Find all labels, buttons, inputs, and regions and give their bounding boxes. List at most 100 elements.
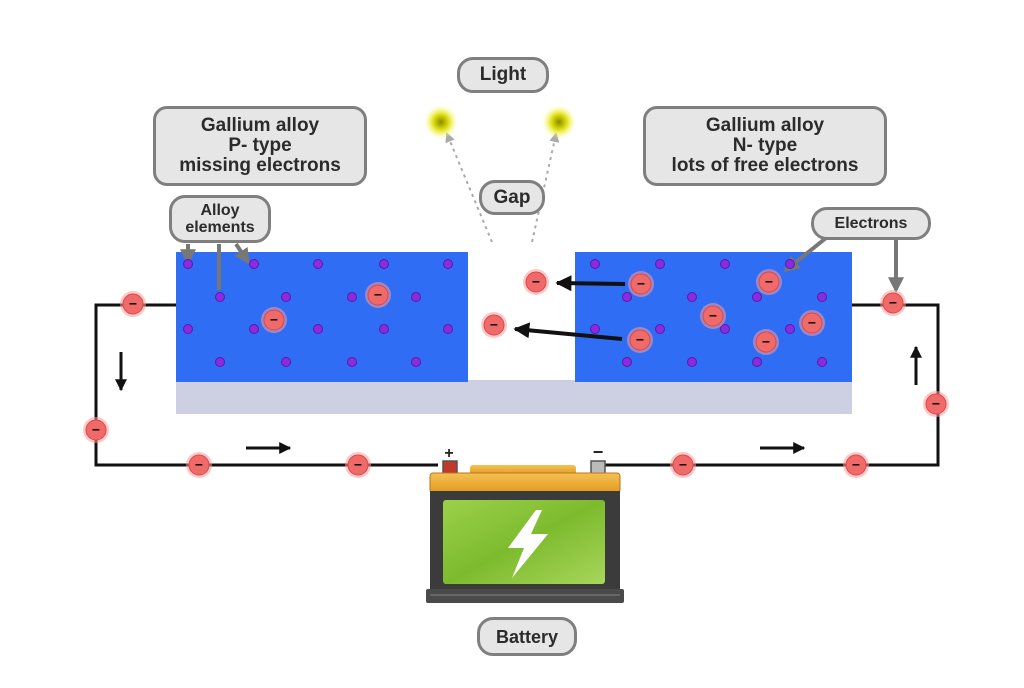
alloy-atom [281,292,291,302]
alloy-atom [443,324,453,334]
battery-label: Battery [477,617,577,656]
alloy-atom [443,259,453,269]
alloy-elements-label: Alloy elements [169,195,271,243]
p-type-line: Gallium alloy [200,115,320,136]
electron-flow-arrow [513,322,623,341]
electron: − [186,452,212,478]
light-source [542,105,576,139]
p-type-label: Gallium alloy P- type missing electrons [153,106,367,186]
battery-top [429,472,621,494]
alloy-atom [215,357,225,367]
alloy-elements-line: elements [185,219,255,236]
light-label: Light [457,57,549,93]
alloy-atom [720,259,730,269]
alloy-atom [687,292,697,302]
electrons-label-text: Electrons [834,215,908,232]
alloy-atom [411,357,421,367]
alloy-atom [183,324,193,334]
electron-sign: − [889,295,897,311]
n-type-label: Gallium alloy N- type lots of free elect… [643,106,887,186]
electron-sign: − [932,396,940,412]
light-source [424,105,458,139]
battery-minus-sign: − [593,442,604,462]
n-type-line: lots of free electrons [671,155,859,176]
electron: − [627,327,653,353]
electron-sign: − [709,308,717,324]
alloy-atom-group [183,259,827,367]
electron-sign: − [374,287,382,303]
alloy-atom [281,357,291,367]
gap-label-text: Gap [493,186,531,208]
electron-sign: − [270,312,278,328]
lightning-bolt-icon [508,510,548,578]
alloy-atom [249,259,259,269]
gap-label: Gap [479,180,545,215]
electron-sign: − [490,317,498,333]
alloy-atom [379,324,389,334]
alloy-atom [687,357,697,367]
alloy-atom [411,292,421,302]
electron: − [365,282,391,308]
alloy-atom [590,324,600,334]
alloy-atom [622,292,632,302]
alloy-atom [313,259,323,269]
light-label-text: Light [479,64,527,85]
alloy-atom [215,292,225,302]
alloy-atom [752,292,762,302]
electron: − [923,391,949,417]
electrons-label: Electrons [811,207,931,240]
electron-sign: − [808,315,816,331]
battery: + − [426,442,624,603]
electron: − [83,417,109,443]
electron: − [700,303,726,329]
electron-sign: − [92,422,100,438]
alloy-atom [590,259,600,269]
electron: − [523,269,549,295]
electron: − [843,452,869,478]
alloy-atom [379,259,389,269]
electron-sign: − [679,457,687,473]
electron-sign: − [852,457,860,473]
electron: − [756,269,782,295]
alloy-atom [817,357,827,367]
alloy-atom [720,324,730,334]
alloy-atom [655,259,665,269]
electron-sign: − [354,457,362,473]
electron-sign: − [195,457,203,473]
electron: − [628,271,654,297]
alloy-atom [655,324,665,334]
electron: − [120,291,146,317]
light-ray [531,132,560,243]
alloy-atom [249,324,259,334]
alloy-atom [785,259,795,269]
alloy-atom [752,357,762,367]
electron: − [345,452,371,478]
alloy-pointer [234,242,250,265]
p-type-line: P- type [228,135,292,156]
battery-plus-sign: + [444,445,453,462]
alloy-atom [347,357,357,367]
electron-sign: − [636,332,644,348]
substrate-plate [176,380,852,414]
electron: − [880,290,906,316]
alloy-atom [622,357,632,367]
electron-sign: − [765,274,773,290]
electron: − [261,307,287,333]
p-type-line: missing electrons [179,155,341,176]
alloy-atom [785,324,795,334]
electron-sign: − [129,296,137,312]
electron: − [753,329,779,355]
light-ray [445,132,493,243]
alloy-elements-line: Alloy [200,202,240,219]
electron-sign: − [637,276,645,292]
n-type-line: Gallium alloy [705,115,825,136]
electron-group: − − − − − − − − − − − − − − − − − − [83,269,949,478]
alloy-atom [817,292,827,302]
alloy-atom [313,324,323,334]
battery-label-text: Battery [495,626,559,647]
electron-sign: − [532,274,540,290]
n-type-line: N- type [732,135,798,156]
electron: − [481,312,507,338]
